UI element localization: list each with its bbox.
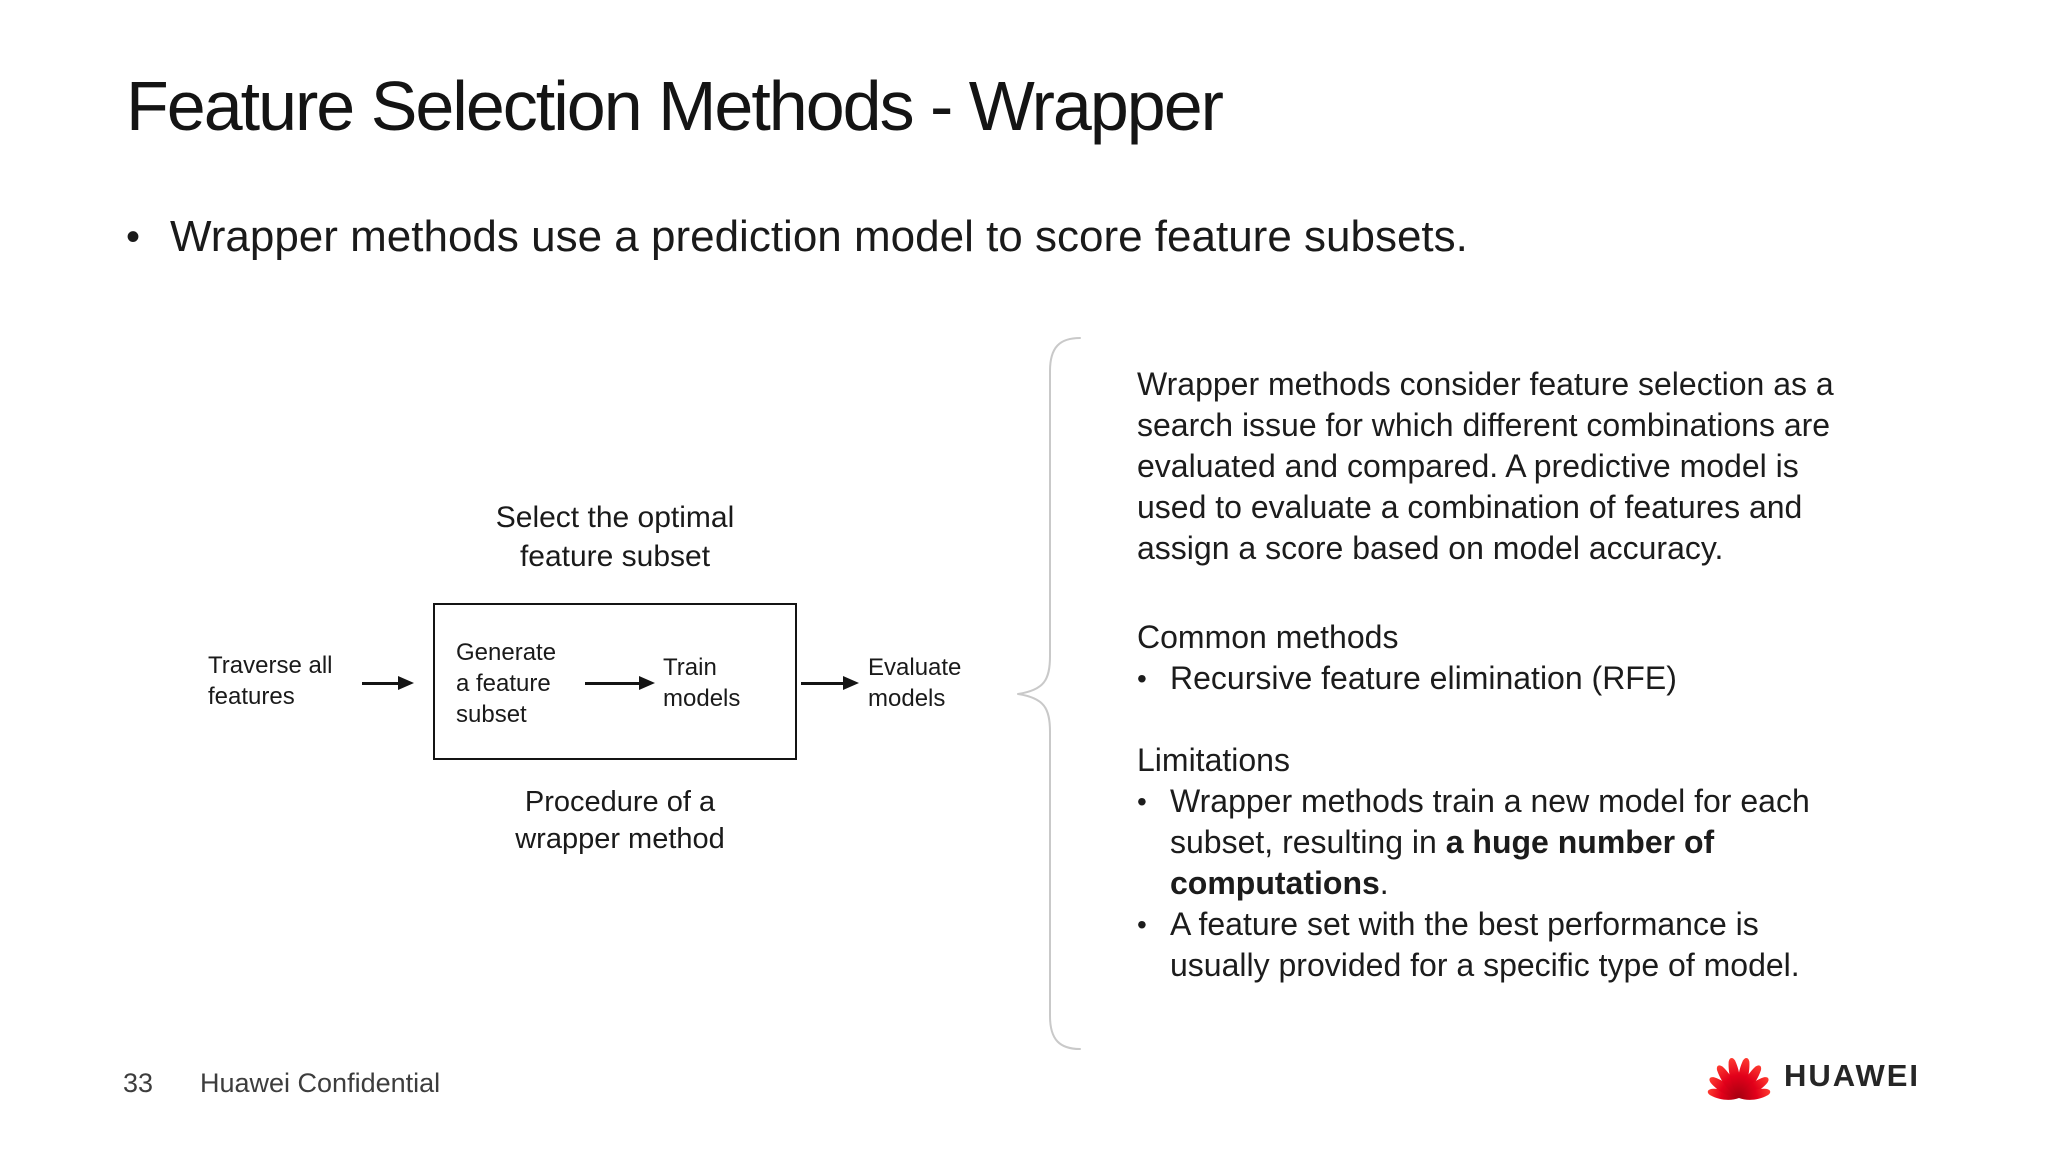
description-panel: Wrapper methods consider feature selecti… (1137, 364, 1977, 986)
confidential-label: Huawei Confidential (200, 1068, 441, 1098)
bullet-icon: • (1137, 786, 1147, 817)
limitations-heading: Limitations (1137, 742, 1290, 778)
bullet-icon: • (1137, 663, 1147, 694)
limitation-item-2-text: A feature set with the best performance … (1170, 906, 1800, 983)
arrow-head (843, 676, 859, 690)
limitation-item-1: • Wrapper methods train a new model for … (1137, 781, 1977, 904)
arrow-head (639, 676, 655, 690)
limitation-item-2: • A feature set with the best performanc… (1137, 904, 1977, 986)
page-title: Feature Selection Methods - Wrapper (126, 67, 1224, 145)
bullet-icon: • (126, 215, 141, 259)
arrow-head (398, 676, 414, 690)
arrow-shaft (801, 681, 843, 685)
arrow-shaft (585, 681, 639, 685)
arrow-shaft (362, 681, 398, 685)
common-methods-heading: Common methods (1137, 619, 1399, 655)
description-paragraph: Wrapper methods consider feature selecti… (1137, 366, 1834, 566)
arrow-right-icon (362, 676, 414, 690)
huawei-wordmark: HUAWEI (1784, 1058, 1920, 1093)
footer: 33 Huawei Confidential (123, 1068, 440, 1099)
rfe-item-text: Recursive feature elimination (RFE) (1170, 660, 1677, 696)
curly-brace-icon (1017, 337, 1081, 1050)
page-number: 33 (123, 1068, 154, 1098)
huawei-logo: HUAWEI (1706, 1048, 1920, 1104)
common-methods-item: • Recursive feature elimination (RFE) (1137, 658, 1977, 699)
intro-bullet-text: Wrapper methods use a prediction model t… (170, 212, 1468, 261)
arrow-right-icon (585, 676, 655, 690)
arrow-right-icon (801, 676, 859, 690)
huawei-flower-icon (1707, 1058, 1771, 1100)
limitation-item-1-text: Wrapper methods train a new model for ea… (1170, 783, 1810, 901)
spacer (1137, 699, 1977, 740)
bullet-icon: • (1137, 909, 1147, 940)
intro-bullet: • Wrapper methods use a prediction model… (126, 208, 1468, 266)
spacer (1137, 569, 1977, 617)
